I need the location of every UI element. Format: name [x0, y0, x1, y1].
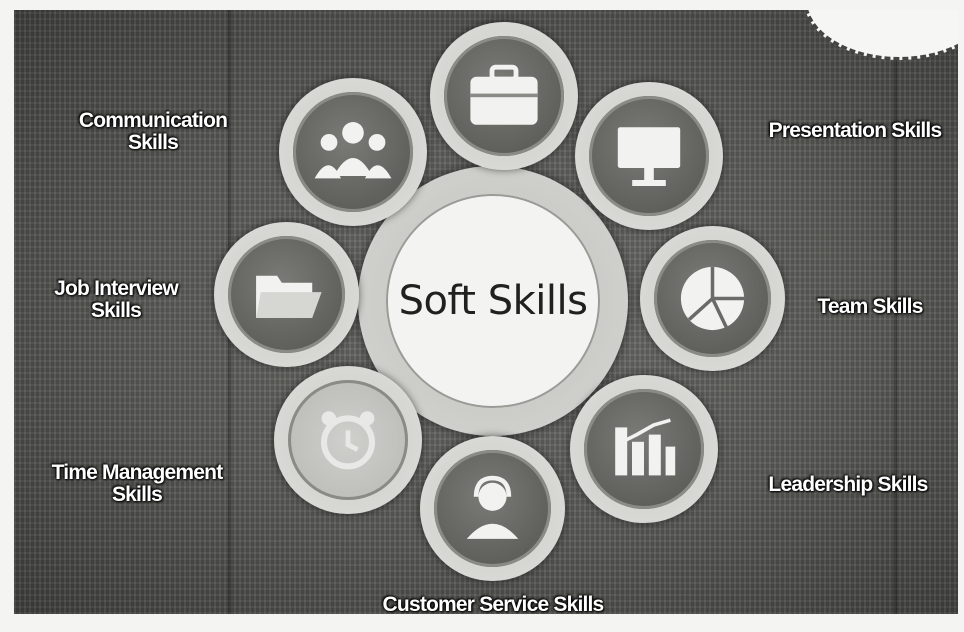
job-interview-label: Job Interview Skills — [54, 277, 179, 322]
headset-user-icon — [466, 475, 519, 539]
center-face: Soft Skills — [386, 194, 600, 408]
communication-label: Communication Skills — [78, 109, 228, 154]
bar-chart-icon — [615, 418, 676, 476]
job-interview-node — [214, 222, 359, 367]
team-label: Team Skills — [817, 295, 923, 318]
group-icon — [314, 122, 392, 179]
scan-line — [894, 10, 897, 614]
customer-service-label: Customer Service Skills — [382, 593, 605, 616]
center-title: Soft Skills — [398, 278, 588, 324]
team-node — [640, 226, 785, 371]
folder-icon — [256, 275, 322, 318]
alarm-clock-icon — [321, 411, 375, 470]
corner-badge — [804, 10, 958, 60]
pie-chart-icon — [680, 266, 745, 331]
communication-node — [279, 78, 427, 226]
presentation-node — [575, 82, 723, 230]
time-management-label: Time Management Skills — [51, 461, 224, 506]
leadership-node — [570, 375, 718, 523]
center-hub: Soft Skills — [358, 166, 628, 436]
presentation-label: Presentation Skills — [768, 119, 943, 142]
monitor-icon — [617, 127, 681, 186]
time-management-node — [274, 366, 422, 514]
career-node — [430, 22, 578, 170]
briefcase-icon — [470, 64, 538, 125]
customer-service-node — [420, 436, 565, 581]
leadership-label: Leadership Skills — [768, 473, 928, 496]
